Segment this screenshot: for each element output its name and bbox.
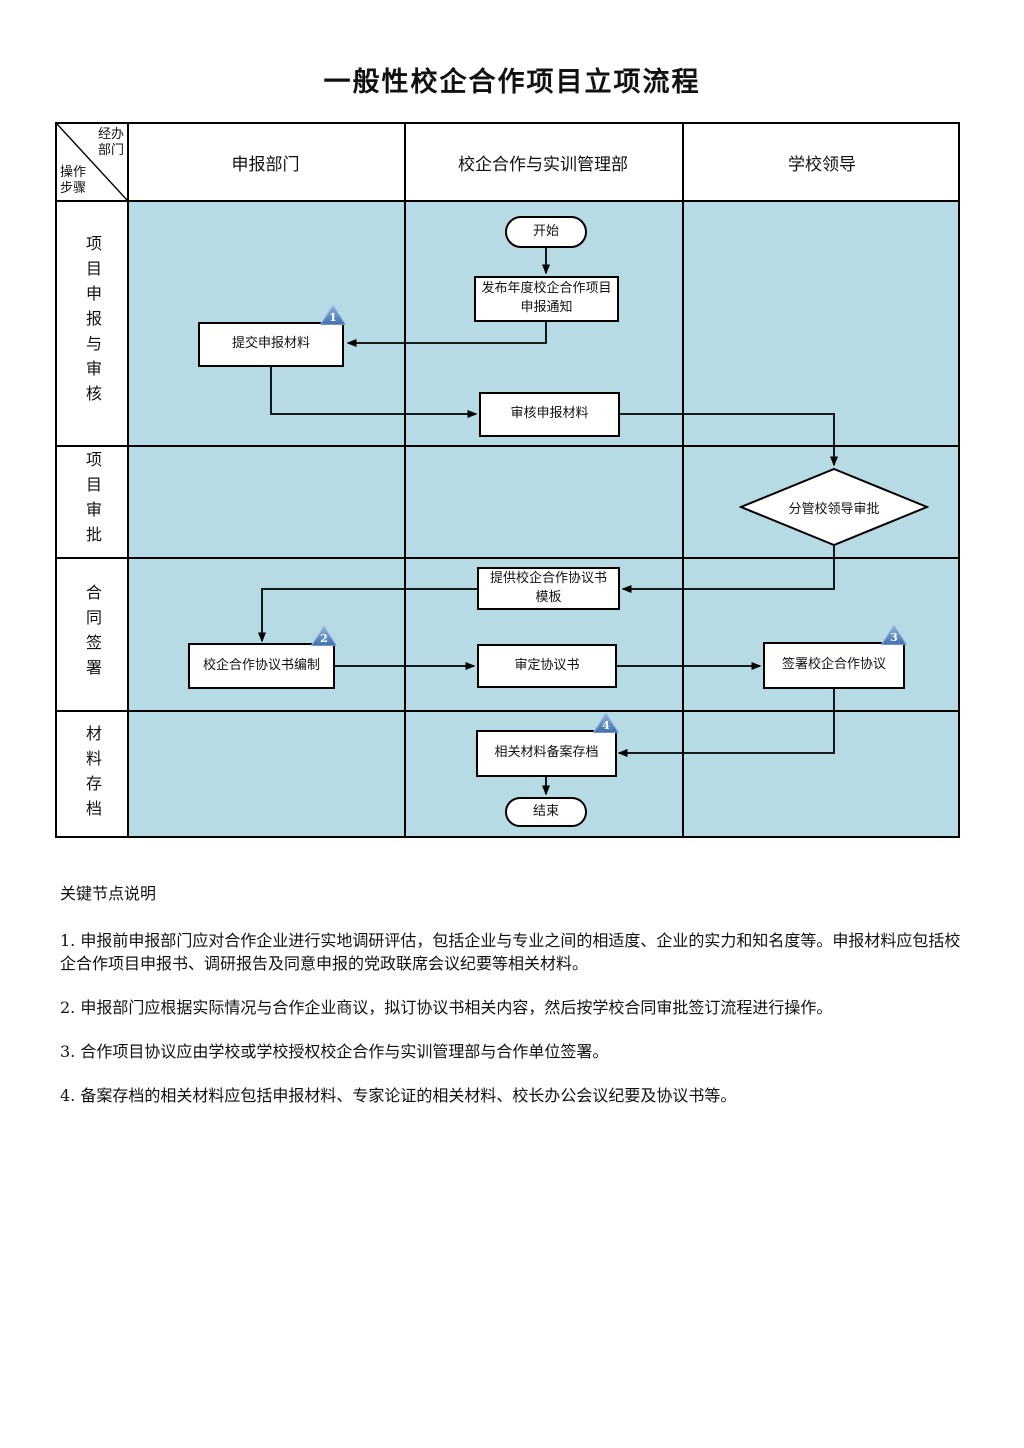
column-header-declaring-dept: 申报部门 — [231, 154, 300, 175]
start-node-label: 开始 — [532, 223, 559, 239]
column-header-school-leaders: 学校领导 — [788, 154, 856, 175]
note-item-4: 4. 备案存档的相关材料应包括申报材料、专家论证的相关材料、校长办公会议纪要及协… — [60, 1086, 737, 1105]
corner-label-steps: 操作 步骤 — [60, 165, 87, 196]
leader-approval-decision: 分管校领导审批 — [738, 467, 930, 547]
row-label-material-archiving: 材料存档 — [83, 725, 102, 825]
notes-heading: 关键节点说明 — [60, 884, 157, 903]
draft-agreement-node: 校企合作协议书编制 2 — [188, 626, 337, 689]
note-item-3: 3. 合作项目协议应由学校或学校授权校企合作与实训管理部与合作单位签署。 — [60, 1042, 609, 1061]
corner-label-departments: 经办 部门 — [97, 127, 124, 158]
grid-hline-2 — [57, 557, 958, 559]
grid-hline-3 — [57, 710, 958, 712]
archive-materials-label: 相关材料备案存档 — [494, 745, 599, 761]
note-item-2: 2. 申报部门应根据实际情况与合作企业商议，拟订协议书相关内容，然后按学校合同审… — [60, 998, 833, 1017]
finalize-agreement-node: 审定协议书 — [477, 644, 617, 688]
step-badge-2: 2 — [311, 626, 337, 646]
submit-materials-node: 提交申报材料 1 — [198, 305, 346, 367]
corner-cell: 经办 部门 操作 步骤 — [57, 124, 127, 200]
row-label-contract-signing: 合同签署 — [83, 583, 102, 684]
arrow-approve-to-template — [621, 546, 835, 593]
row-label-declaration-review: 项目申报与审核 — [83, 235, 102, 410]
sign-agreement-node: 签署校企合作协议 3 — [763, 625, 907, 689]
step-badge-3: 3 — [881, 625, 907, 645]
provide-template-node: 提供校企合作协议书 模板 — [477, 567, 620, 610]
review-materials-node: 审核申报材料 — [479, 392, 620, 437]
step-badge-1: 1 — [320, 305, 346, 325]
arrow-publish-to-submit — [346, 322, 547, 347]
finalize-agreement-label: 审定协议书 — [514, 657, 580, 673]
end-node: 结束 — [505, 797, 587, 827]
submit-materials-label: 提交申报材料 — [231, 336, 310, 352]
sign-agreement-label: 签署校企合作协议 — [781, 657, 886, 673]
note-item-1: 1. 申报前申报部门应对合作企业进行实地调研评估，包括企业与专业之间的相适度、企… — [60, 931, 961, 973]
leader-approval-label: 分管校领导审批 — [788, 501, 880, 517]
flow-connectors — [258, 248, 838, 796]
grid-hline-1 — [57, 445, 958, 447]
page-title: 一般性校企合作项目立项流程 — [323, 67, 701, 98]
arrow-submit-to-review — [270, 367, 478, 418]
grid-hline-header — [57, 200, 958, 202]
arrow-template-to-draft — [258, 588, 477, 643]
key-notes-section: 关键节点说明 1. 申报前申报部门应对合作企业进行实地调研评估，包括企业与专业之… — [60, 882, 965, 1128]
step-badge-1-number: 1 — [329, 311, 337, 324]
draft-agreement-label: 校企合作协议书编制 — [202, 657, 320, 673]
arrow-sign-to-archive — [617, 689, 835, 757]
start-node: 开始 — [505, 216, 587, 248]
step-badge-4-number: 4 — [602, 719, 610, 732]
review-materials-label: 审核申报材料 — [510, 406, 589, 422]
end-node-label: 结束 — [532, 803, 559, 819]
provide-template-label: 提供校企合作协议书 模板 — [489, 570, 607, 605]
archive-materials-node: 相关材料备案存档 4 — [476, 713, 619, 777]
grid-vline-3 — [682, 124, 684, 836]
decision-diamond-shape — [738, 467, 930, 547]
grid-vline-2 — [404, 124, 406, 836]
publish-notice-node: 发布年度校企合作项目 申报通知 — [474, 276, 619, 322]
column-header-cooperation-dept: 校企合作与实训管理部 — [458, 154, 628, 175]
grid-vline-1 — [127, 124, 129, 836]
step-badge-3-number: 3 — [890, 631, 898, 644]
diagonal-line — [57, 124, 127, 200]
swimlane-table: 经办 部门 操作 步骤 申报部门 校企合作与实训管理部 学校领导 项目申报与审核… — [55, 122, 960, 838]
arrow-review-to-approve — [620, 413, 838, 467]
publish-notice-label: 发布年度校企合作项目 申报通知 — [481, 281, 612, 315]
row-label-project-approval: 项目审批 — [83, 451, 102, 551]
step-badge-2-number: 2 — [320, 632, 328, 645]
step-badge-4: 4 — [593, 713, 619, 733]
